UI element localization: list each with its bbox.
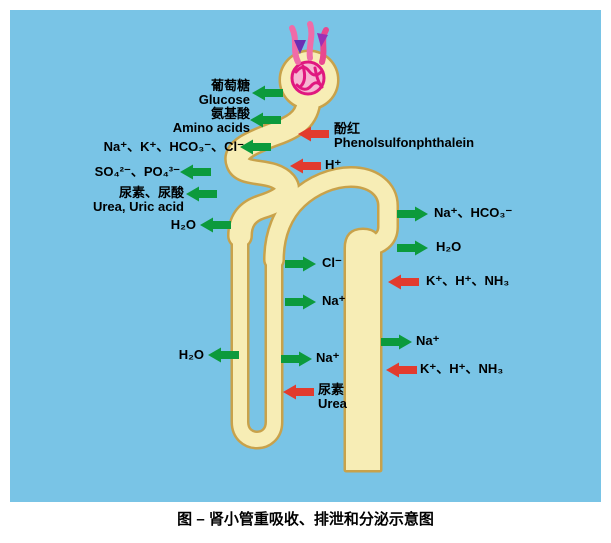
label-ions-top: Na⁺、K⁺、HCO₃⁻、Cl⁻ bbox=[103, 139, 244, 154]
label-sodium-right: Na⁺ bbox=[416, 333, 440, 348]
label-sulfate-phosphate: SO₄²⁻、PO₄³⁻ bbox=[94, 164, 180, 179]
label-phenol-zh: 酚红 bbox=[334, 121, 361, 136]
label-urea-uric-en: Urea, Uric acid bbox=[92, 199, 184, 214]
label-chloride-mid: Cl⁻ bbox=[322, 255, 342, 270]
label-urea-lower: 尿素 Urea bbox=[318, 383, 347, 411]
label-urea-lower-en: Urea bbox=[318, 396, 347, 411]
label-urea-lower-zh: 尿素 bbox=[318, 382, 345, 397]
label-water-upper-left: H₂O bbox=[170, 217, 196, 232]
label-urea-uric-zh: 尿素、尿酸 bbox=[118, 185, 184, 200]
label-k-h-nh3-upper: K⁺、H⁺、NH₃ bbox=[426, 273, 510, 288]
label-urea-uric: 尿素、尿酸 Urea, Uric acid bbox=[62, 186, 184, 214]
label-na-hco3-right: Na⁺、HCO₃⁻ bbox=[434, 205, 513, 220]
label-hydrogen: H⁺ bbox=[325, 157, 342, 172]
diagram-background bbox=[10, 10, 601, 502]
label-glucose-en: Glucose bbox=[198, 92, 250, 107]
label-sodium-mid-lower: Na⁺ bbox=[316, 350, 340, 365]
label-phenol-en: Phenolsulfonphthalein bbox=[334, 135, 475, 150]
label-glucose-zh: 葡萄糖 bbox=[210, 78, 250, 93]
label-water-right: H₂O bbox=[436, 239, 462, 254]
label-water-lower-left: H₂O bbox=[178, 347, 204, 362]
label-k-h-nh3-lower: K⁺、H⁺、NH₃ bbox=[420, 361, 504, 376]
label-glucose-amino: 葡萄糖 Glucose 氨基酸 Amino acids bbox=[140, 79, 250, 135]
label-amino-en: Amino acids bbox=[172, 120, 250, 135]
figure-caption: 图 – 肾小管重吸收、排泄和分泌示意图 bbox=[177, 511, 434, 528]
label-amino-zh: 氨基酸 bbox=[210, 106, 250, 121]
label-phenol-red: 酚红 Phenolsulfonphthalein bbox=[334, 122, 474, 150]
label-sodium-mid: Na⁺ bbox=[322, 293, 346, 308]
